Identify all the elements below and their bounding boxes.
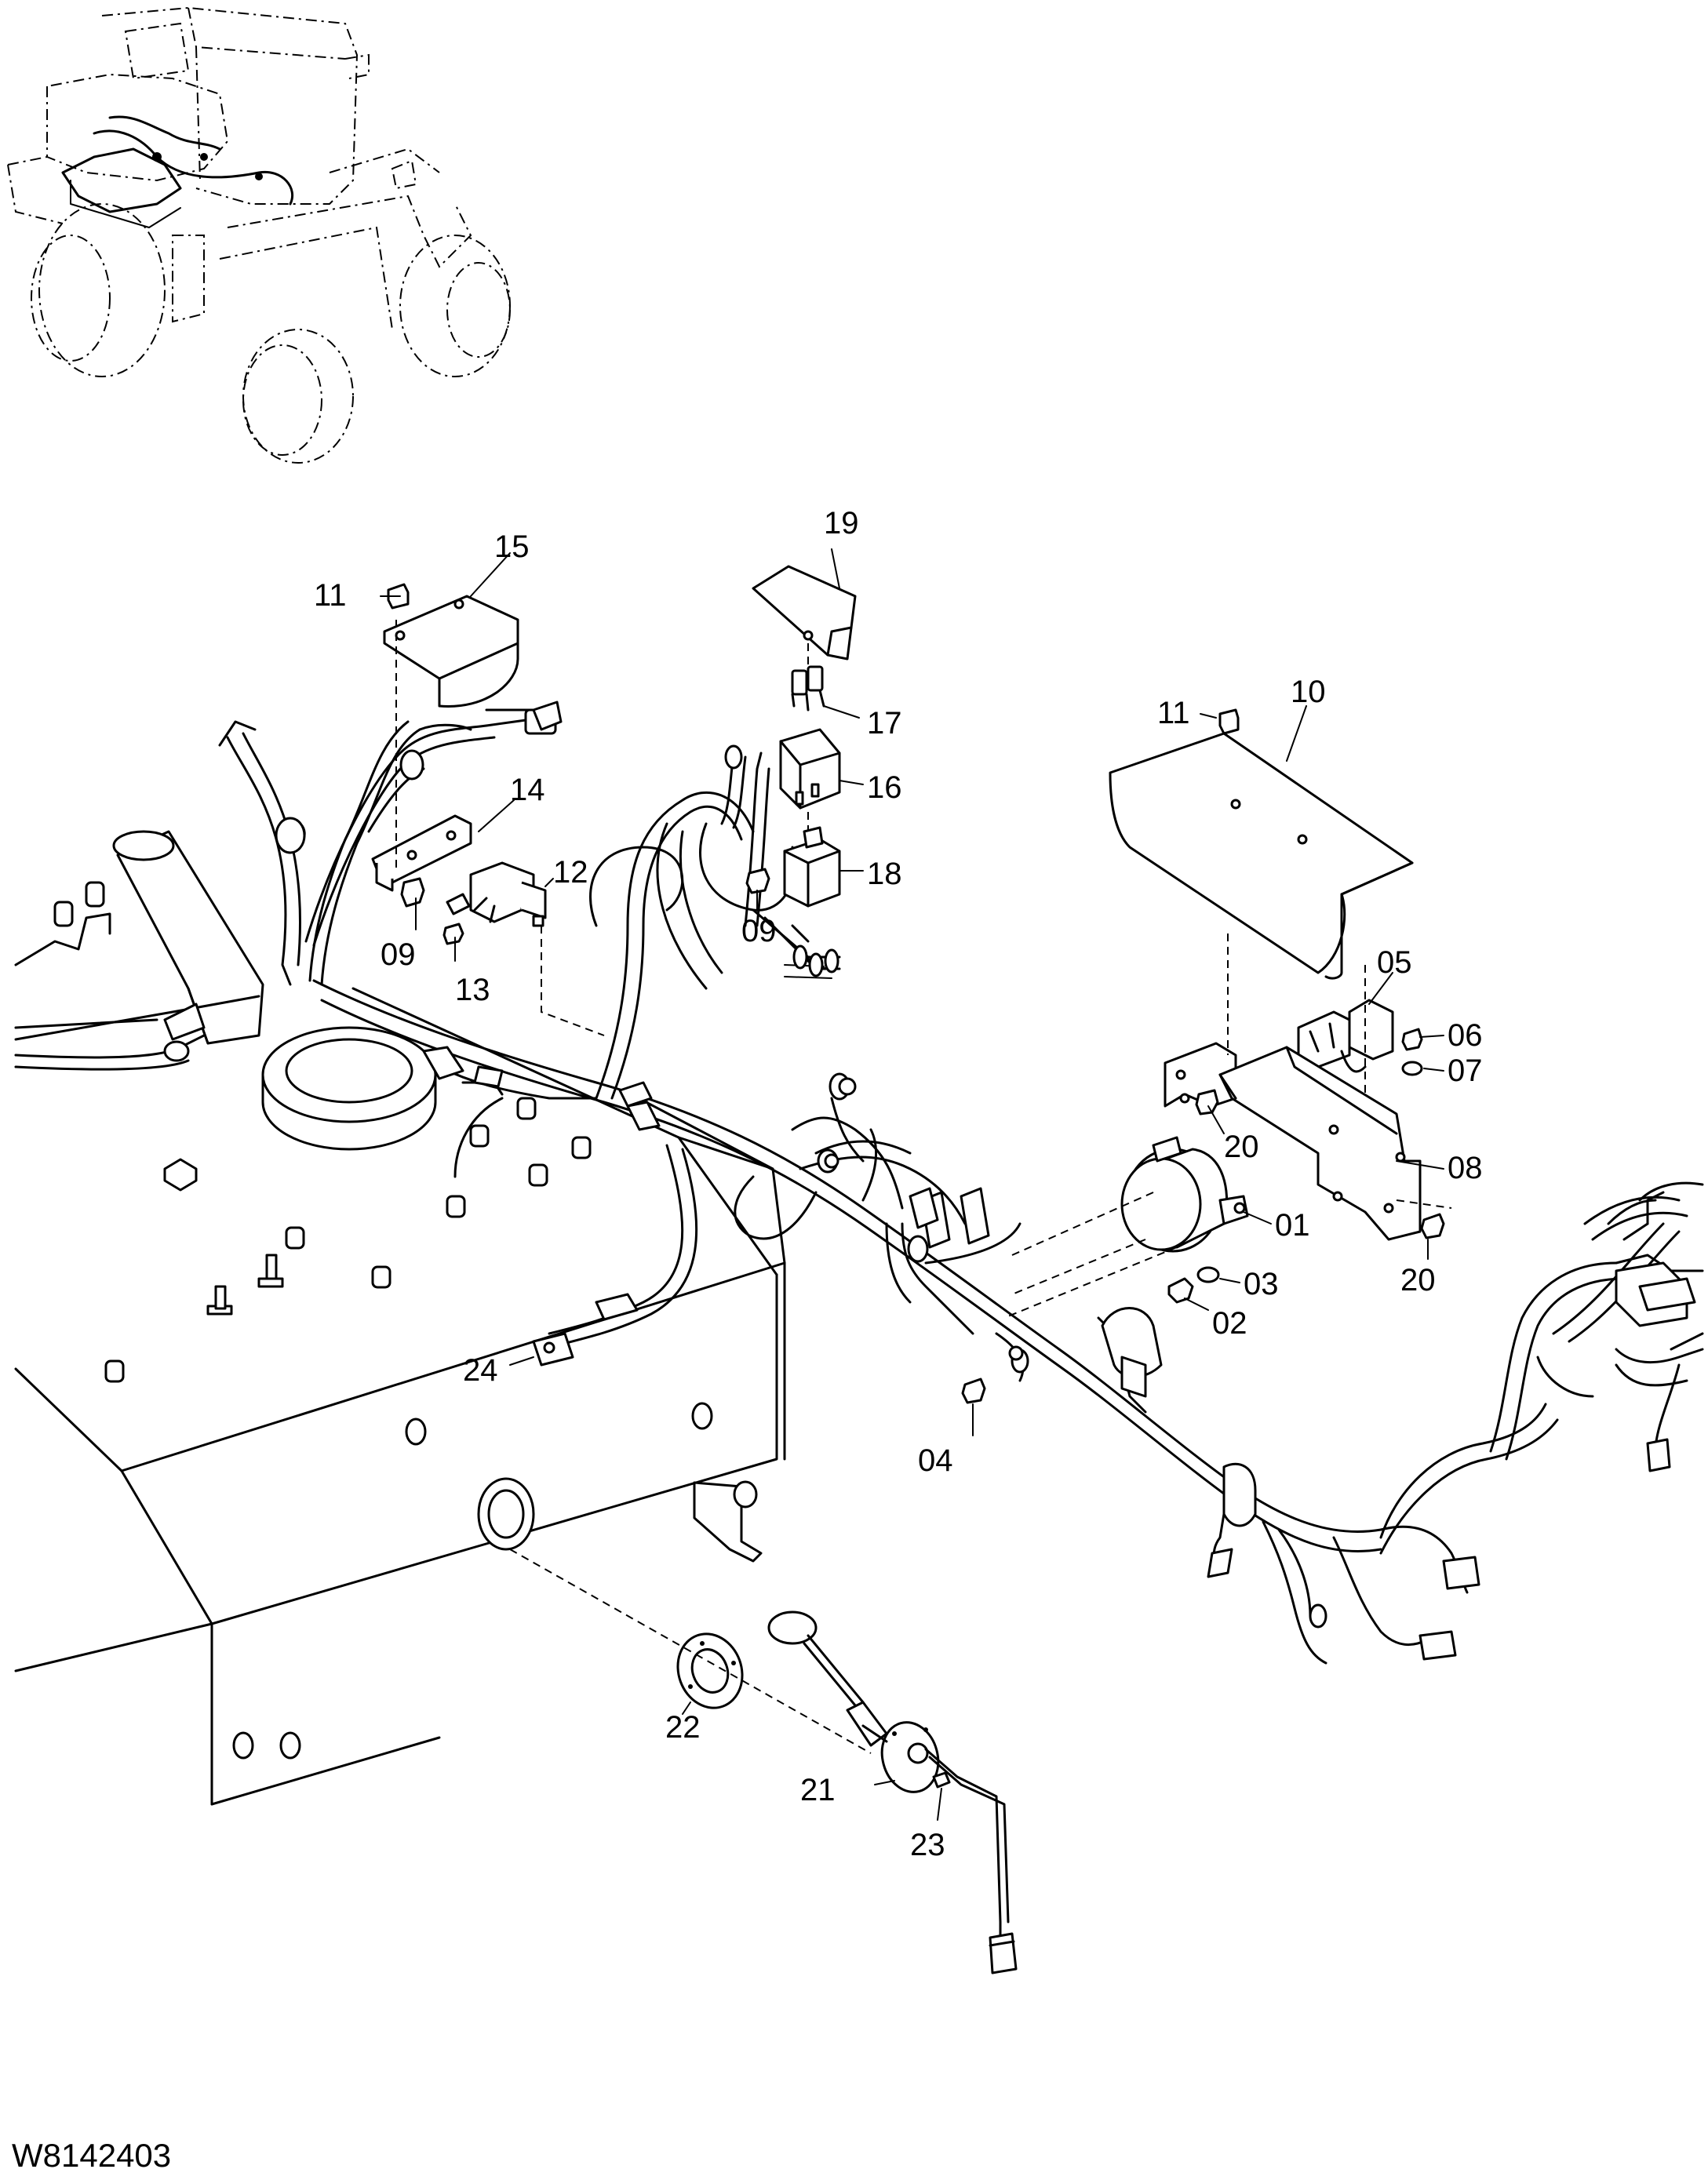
callout-17: 17: [867, 706, 902, 741]
fuel-tank: [14, 987, 786, 1806]
callout-09-left: 09: [381, 937, 416, 972]
callout-15: 15: [494, 530, 530, 564]
callout-12: 12: [553, 855, 588, 890]
part-10-cover: [1109, 732, 1414, 980]
callout-21: 21: [800, 1773, 836, 1807]
part-05-relay: [1297, 999, 1394, 1073]
callout-03: 03: [1244, 1267, 1279, 1301]
callout-24: 24: [463, 1353, 498, 1388]
tank-top-bosses: [104, 1097, 713, 1760]
callout-19: 19: [824, 506, 859, 540]
part-18-relay: [783, 826, 841, 908]
callout-16: 16: [867, 770, 902, 805]
callout-08: 08: [1448, 1151, 1483, 1185]
filler-neck: [14, 830, 264, 1045]
callout-14: 14: [510, 773, 545, 807]
callout-10: 10: [1291, 675, 1326, 709]
callout-20-right: 20: [1400, 1263, 1436, 1297]
callout-13: 13: [455, 973, 490, 1007]
part-19-bracket: [752, 565, 857, 661]
relay-cables: [744, 752, 839, 977]
callout-20-left: 20: [1224, 1130, 1259, 1164]
part-12-switch: [446, 861, 547, 927]
callout-22: 22: [665, 1710, 701, 1745]
leader-lines: [380, 548, 1452, 1821]
part-14-bracket: [371, 814, 472, 892]
callout-18: 18: [867, 857, 902, 891]
callout-05: 05: [1377, 945, 1412, 980]
callout-11-left: 11: [314, 578, 347, 613]
callout-04: 04: [918, 1443, 953, 1478]
fuel-sender: [676, 1610, 1018, 1974]
callout-02: 02: [1212, 1306, 1247, 1341]
fasteners: [387, 583, 1445, 1404]
callout-01: 01: [1275, 1208, 1310, 1243]
callout-11-right: 11: [1157, 696, 1190, 730]
part-17-terminals: [791, 665, 825, 712]
drawing-code: W8142403: [12, 2137, 171, 2174]
part-08-bracket: [1164, 1042, 1422, 1241]
callout-labels: 01 02 03 04 05 06 07 08 09 09 10 11 11 1…: [314, 506, 1483, 1862]
callout-07: 07: [1448, 1054, 1483, 1088]
part-01-solenoid: [1120, 1136, 1249, 1253]
callout-09-right: 09: [741, 914, 777, 948]
wiring-harness: [14, 708, 1704, 1665]
part-16-relay: [779, 728, 841, 810]
part-15-cover: [383, 595, 563, 731]
callout-23: 23: [910, 1828, 945, 1862]
callout-06: 06: [1448, 1018, 1483, 1053]
machine-overview-inset: [7, 6, 511, 464]
